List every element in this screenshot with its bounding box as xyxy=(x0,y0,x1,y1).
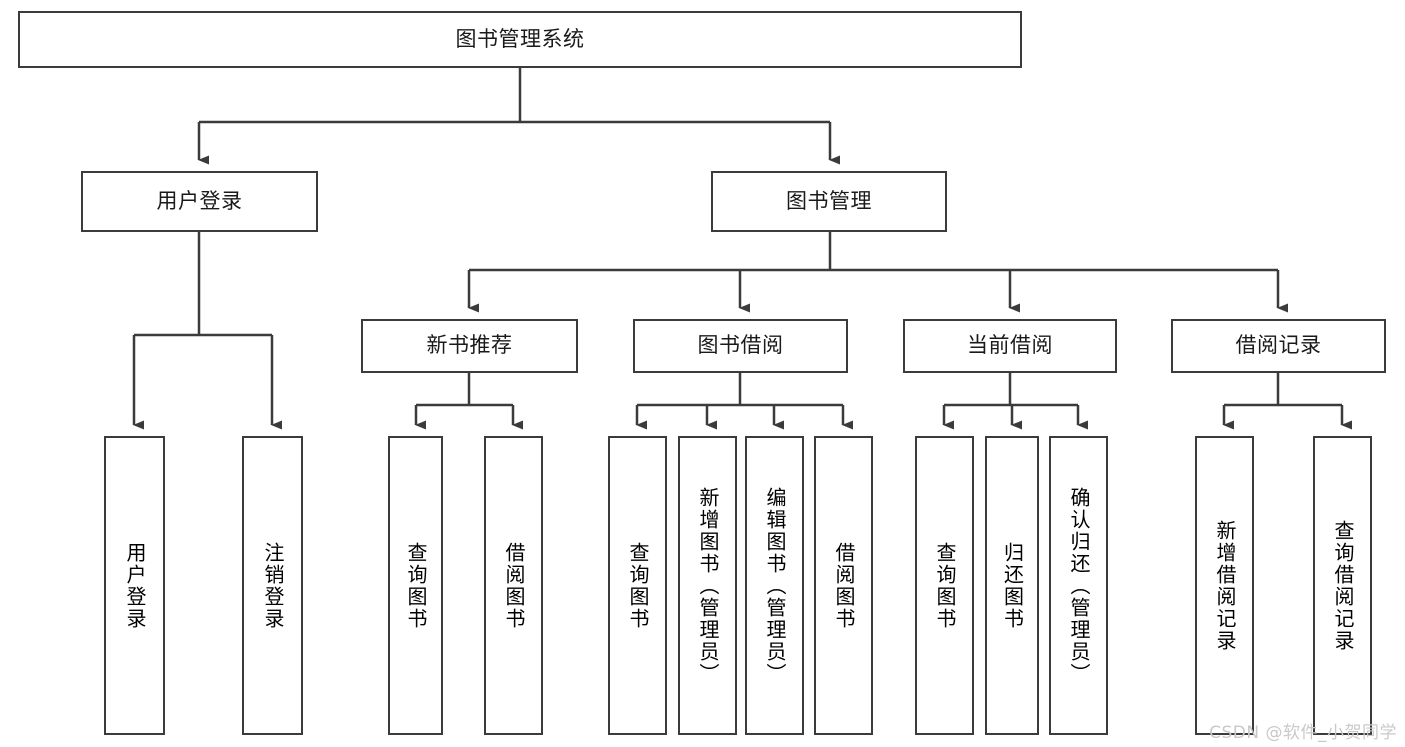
leaf-user-logout-label: 注销登录 xyxy=(261,541,285,630)
leaf-bb-add-book[interactable]: 新增图书（管理员） xyxy=(678,436,737,735)
node-current-borrow-label: 当前借阅 xyxy=(967,333,1053,358)
leaf-user-login-do[interactable]: 用户登录 xyxy=(104,436,165,735)
node-root-label: 图书管理系统 xyxy=(455,26,585,51)
leaf-nbr-borrow-book[interactable]: 借阅图书 xyxy=(484,436,543,735)
leaf-nbr-query-book[interactable]: 查询图书 xyxy=(388,436,443,735)
leaf-bb-add-book-label: 新增图书（管理员） xyxy=(696,486,720,685)
leaf-bb-borrow-book[interactable]: 借阅图书 xyxy=(814,436,873,735)
leaf-bb-query-book-label: 查询图书 xyxy=(626,541,650,630)
node-borrow-record-label: 借阅记录 xyxy=(1235,333,1322,358)
leaf-cb-return-book-label: 归还图书 xyxy=(1000,541,1025,630)
node-book-management[interactable]: 图书管理 xyxy=(711,171,947,232)
node-borrow-record[interactable]: 借阅记录 xyxy=(1171,319,1386,373)
node-new-book-recommend[interactable]: 新书推荐 xyxy=(361,319,578,373)
node-user-login-label: 用户登录 xyxy=(156,188,243,213)
leaf-cb-query-book[interactable]: 查询图书 xyxy=(915,436,974,735)
leaf-br-query-record-label: 查询借阅记录 xyxy=(1331,519,1355,652)
leaf-cb-return-book[interactable]: 归还图书 xyxy=(985,436,1039,735)
leaf-bb-edit-book-label: 编辑图书（管理员） xyxy=(763,486,787,685)
leaf-cb-confirm-return-label: 确认归还（管理员） xyxy=(1067,486,1091,685)
leaf-cb-query-book-label: 查询图书 xyxy=(933,541,957,630)
node-book-management-label: 图书管理 xyxy=(786,188,872,213)
node-current-borrow[interactable]: 当前借阅 xyxy=(903,319,1117,373)
node-book-borrow-label: 图书借阅 xyxy=(697,333,784,358)
node-root[interactable]: 图书管理系统 xyxy=(18,11,1022,68)
leaf-br-query-record[interactable]: 查询借阅记录 xyxy=(1313,436,1372,735)
leaf-br-add-record-label: 新增借阅记录 xyxy=(1213,519,1237,652)
leaf-br-add-record[interactable]: 新增借阅记录 xyxy=(1195,436,1254,735)
leaf-bb-edit-book[interactable]: 编辑图书（管理员） xyxy=(745,436,804,735)
node-user-login[interactable]: 用户登录 xyxy=(81,171,318,232)
node-book-borrow[interactable]: 图书借阅 xyxy=(633,319,848,373)
leaf-nbr-query-book-label: 查询图书 xyxy=(404,541,428,630)
leaf-bb-query-book[interactable]: 查询图书 xyxy=(608,436,667,735)
leaf-user-logout[interactable]: 注销登录 xyxy=(242,436,303,735)
watermark: CSDN @软件_小贺同学 xyxy=(1209,723,1397,743)
leaf-user-login-do-label: 用户登录 xyxy=(123,541,147,630)
leaf-cb-confirm-return[interactable]: 确认归还（管理员） xyxy=(1049,436,1108,735)
node-new-book-recommend-label: 新书推荐 xyxy=(426,333,513,358)
leaf-nbr-borrow-book-label: 借阅图书 xyxy=(502,541,526,630)
leaf-bb-borrow-book-label: 借阅图书 xyxy=(832,541,856,630)
